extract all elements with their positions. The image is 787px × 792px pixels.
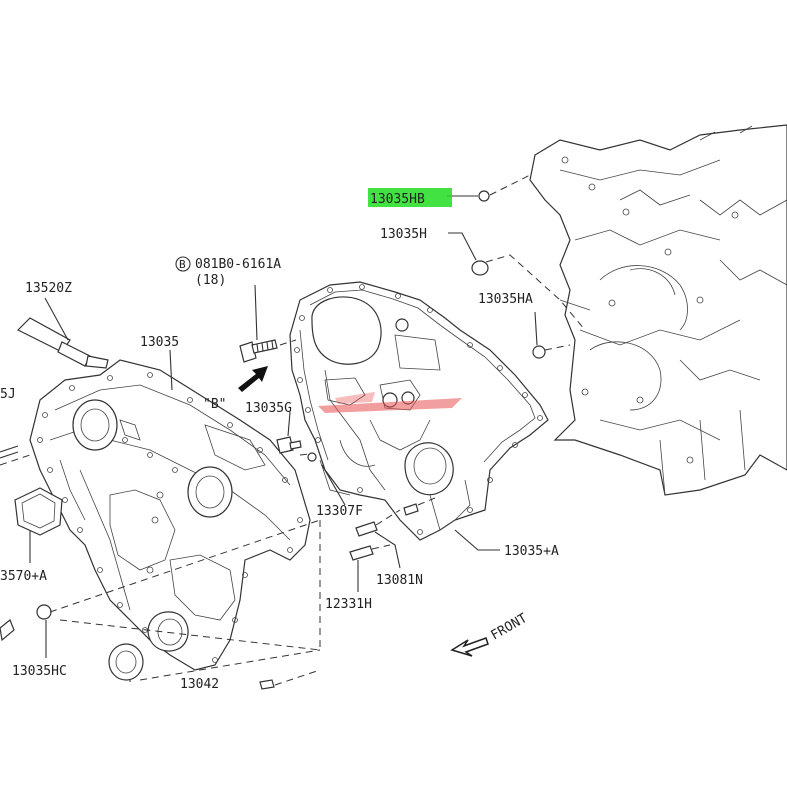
oring-13035HC [36,604,52,620]
label-circle-b: B [179,258,186,271]
label-13035H[interactable]: 13035H [380,227,427,242]
washer-13307F [307,452,317,462]
label-bolt-qty: (18) [195,273,226,288]
front-timing-cover [29,359,311,671]
sensor-13520Z [16,317,109,369]
oil-seal-13042 [108,643,144,681]
stud-13035G [276,436,302,454]
dowel-12331H [349,545,374,561]
pin-13035A [403,503,419,516]
engine-block [529,124,787,496]
label-13042[interactable]: 13042 [180,677,219,692]
label-3570A[interactable]: 3570+A [0,569,47,584]
label-bolt-spec[interactable]: 081B0-6161A [195,257,281,272]
leader-lines [29,195,538,682]
label-12331H[interactable]: 12331H [325,597,372,612]
label-13035HB[interactable]: 13035HB [370,192,425,207]
label-13035HA[interactable]: 13035HA [478,292,533,307]
front-indicator: FRONT [450,611,531,657]
label-13035G[interactable]: 13035G [245,401,292,416]
label-13035A[interactable]: 13035+A [504,544,559,559]
assembly-lines [0,174,586,686]
label-13035HC[interactable]: 13035HC [12,664,67,679]
partial-seal-left [0,619,15,642]
label-13081N[interactable]: 13081N [376,573,423,588]
oring-13035H [471,260,489,276]
label-13307F[interactable]: 13307F [316,504,363,519]
circle-b-badge [175,256,191,272]
label-13520Z[interactable]: 13520Z [25,281,72,296]
label-view-b: "B" [203,397,226,412]
partial-stud-left [0,445,19,459]
inner-timing-cover [289,281,549,541]
label-5J[interactable]: 5J [0,387,16,402]
direction-arrow [238,366,268,392]
label-front: FRONT [489,611,531,644]
dowel-13081N [355,521,378,537]
bolt-081B0 [239,339,278,363]
label-13035[interactable]: 13035 [140,335,179,350]
part-labels: 13035HB 13035H 13035HA B 081B0-6161A (18… [0,188,559,692]
oring-13035HB [478,190,490,202]
partial-bolt-bottom [259,679,275,690]
oring-13035HA [532,345,546,359]
highlight-box [368,188,452,207]
watermark-logo [318,392,462,413]
